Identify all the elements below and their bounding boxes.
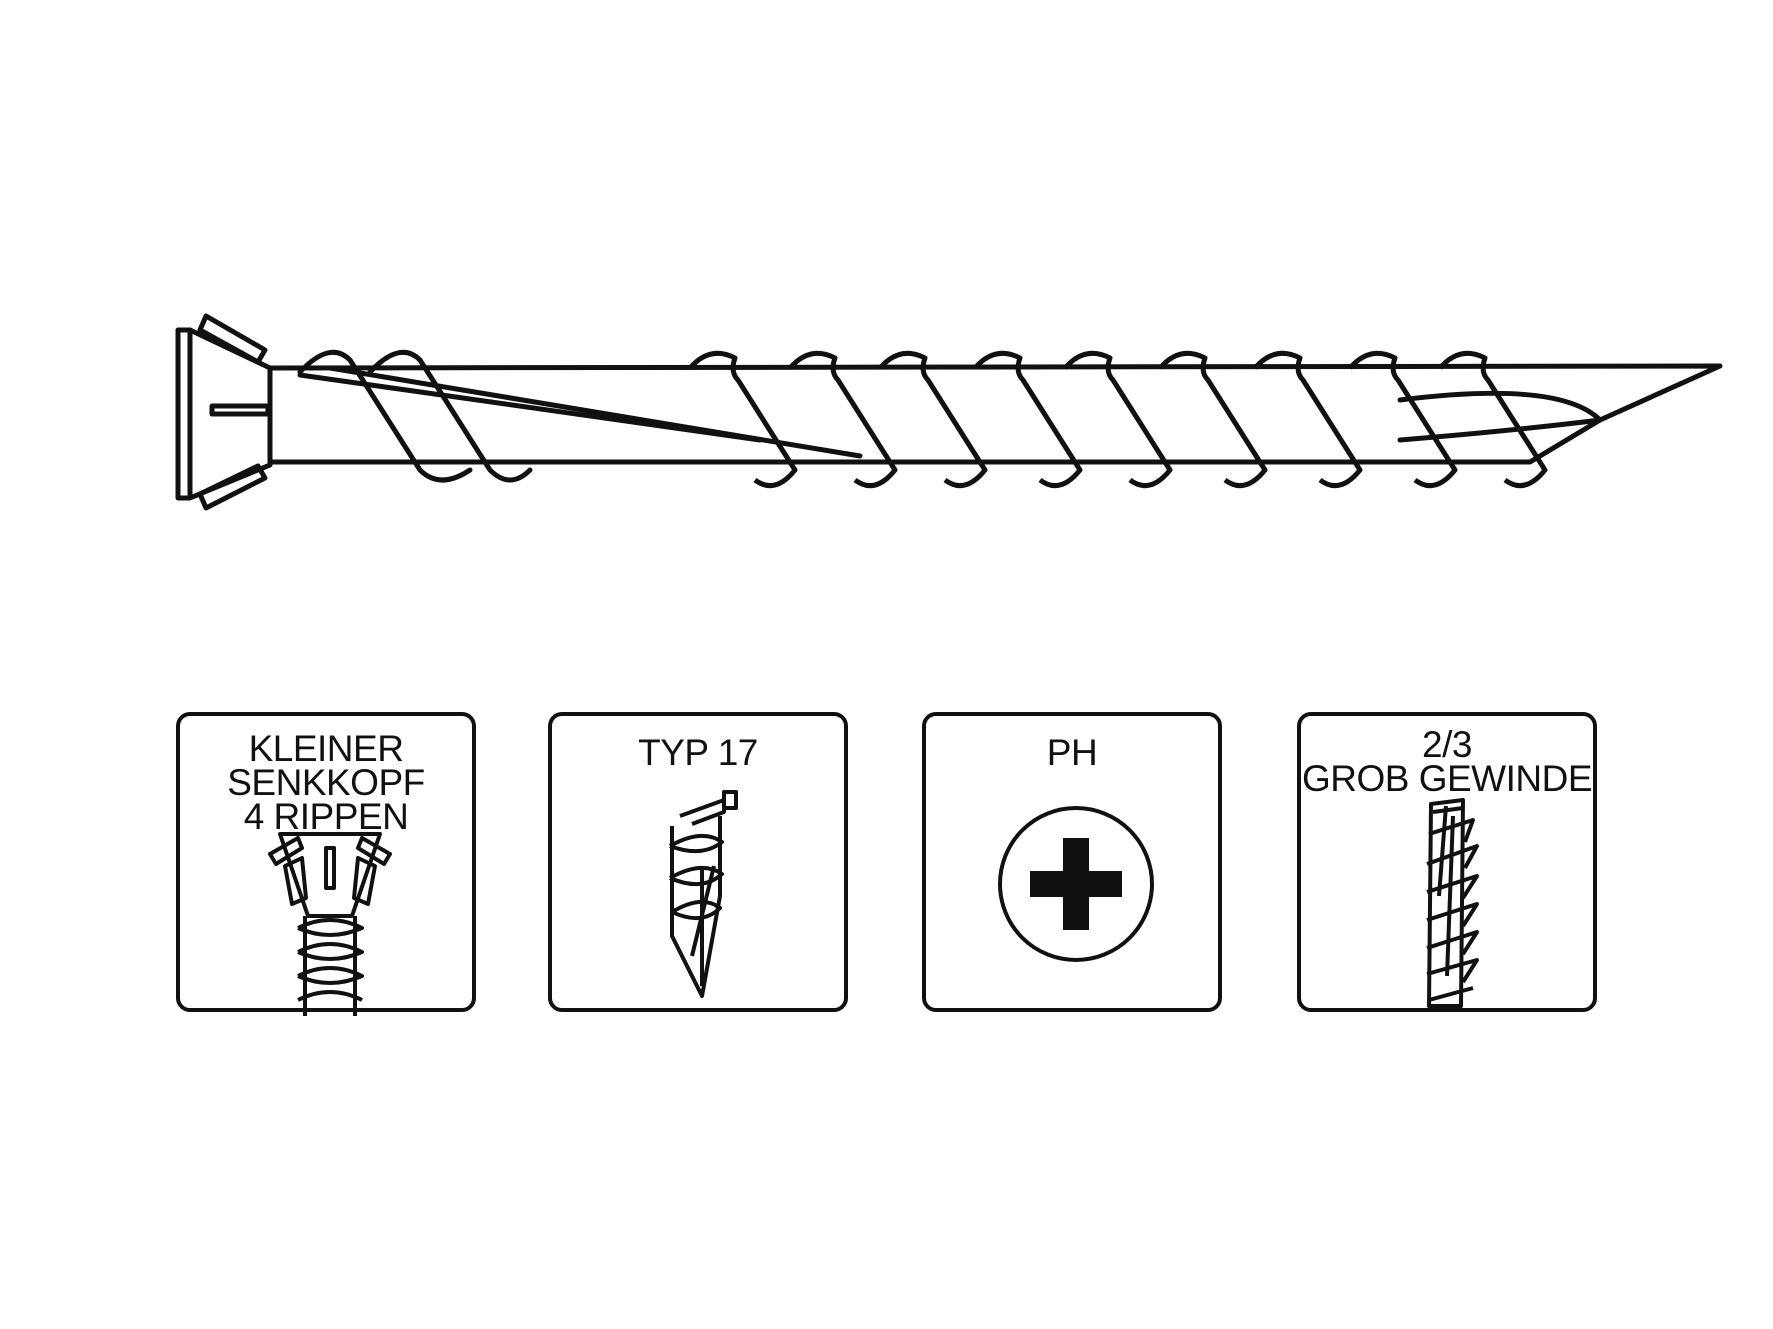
- card-label: 2/3 GROB GEWINDE: [1301, 724, 1593, 799]
- type-17-cutting-tip-icon: [669, 790, 738, 998]
- card-label: KLEINER SENKKOPF 4 RIPPEN: [180, 728, 472, 837]
- label-line: 2/3: [1422, 724, 1472, 765]
- countersunk-head-with-ribs-icon: [268, 832, 392, 1016]
- thread-turn: [1438, 350, 1548, 489]
- feature-card-tip: TYP 17: [548, 712, 848, 1012]
- screw-tip-flute: [1397, 390, 1603, 443]
- head-slot: [209, 403, 271, 417]
- shank-flute: [327, 365, 863, 459]
- thread-turn: [788, 350, 898, 489]
- screw-shank: [267, 363, 1723, 465]
- shank-flute-2: [297, 372, 763, 443]
- thread-1: [297, 349, 473, 483]
- wood-screw-side-view-icon: [175, 313, 1723, 511]
- feature-card-thread: 2/3 GROB GEWINDE: [1297, 712, 1597, 1012]
- phillips-drive-icon: [998, 806, 1154, 962]
- thread-turn: [1158, 350, 1268, 489]
- label-line: TYP 17: [638, 732, 758, 773]
- thread-turn: [1253, 350, 1363, 489]
- label-line: 4 RIPPEN: [243, 796, 409, 837]
- head-rib-top: [197, 313, 268, 365]
- feature-card-drive: PH: [922, 712, 1222, 1012]
- thread-turn: [878, 350, 988, 489]
- feature-card-head: KLEINER SENKKOPF 4 RIPPEN: [176, 712, 476, 1016]
- thread-turn: [973, 350, 1083, 489]
- card-label: PH: [926, 732, 1218, 773]
- label-line: KLEINER: [248, 728, 404, 769]
- head-rib-bottom: [197, 463, 268, 511]
- thread-turn: [1063, 350, 1173, 489]
- label-line: PH: [1046, 732, 1098, 773]
- thread-turn: [688, 350, 798, 489]
- thread-2: [367, 349, 533, 483]
- label-line: SENKKOPF: [227, 762, 425, 803]
- coarse-partial-thread-icon: [1426, 798, 1479, 1008]
- label-line: GROB GEWINDE: [1301, 758, 1593, 799]
- thread-turn: [1348, 350, 1458, 489]
- card-label: TYP 17: [552, 732, 844, 773]
